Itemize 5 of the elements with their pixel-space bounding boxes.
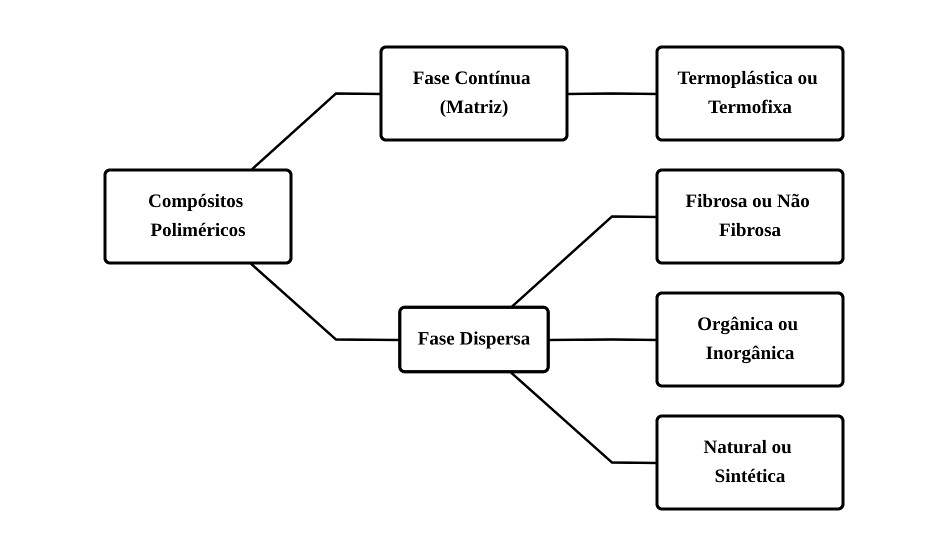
- connector: [249, 262, 400, 342]
- connector: [566, 92, 658, 96]
- connector: [509, 371, 658, 464]
- connector: [548, 338, 658, 342]
- connector: [249, 92, 382, 172]
